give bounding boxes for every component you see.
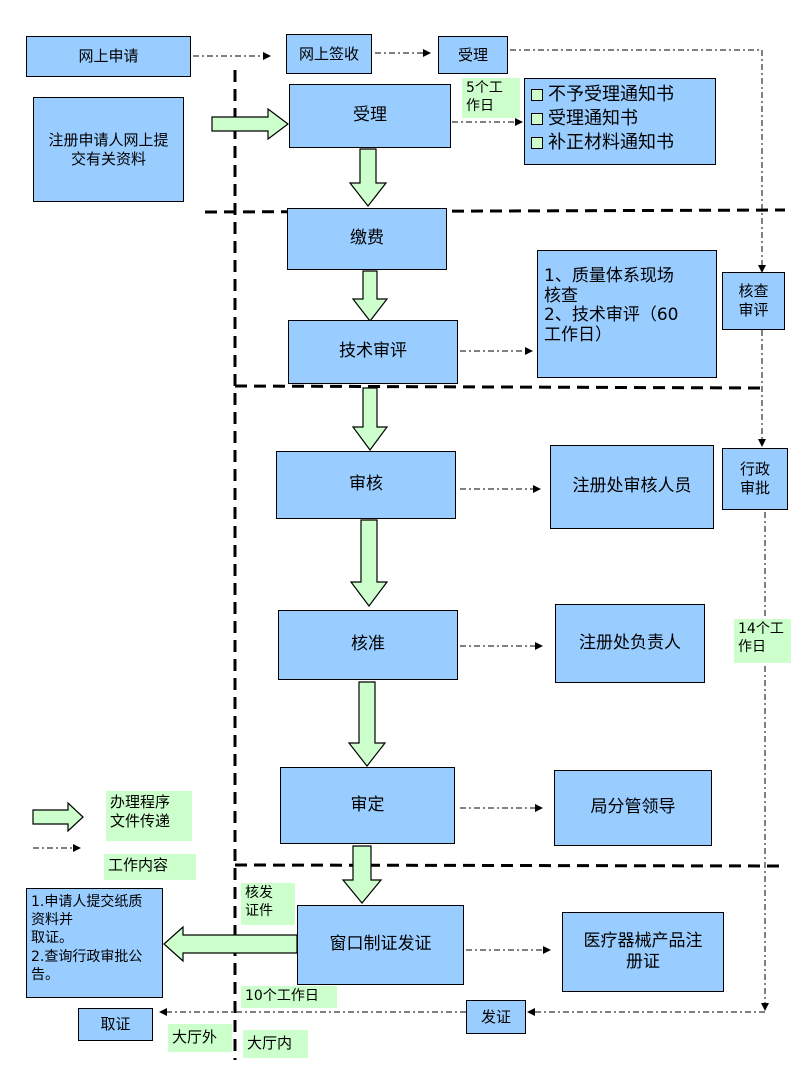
step-accept: 受理: [289, 84, 451, 148]
pickup-instructions-box: 1.申请人提交纸质 资料并 取证。 2.查询行政审批公 告。: [26, 888, 163, 998]
audit-staff-box: 注册处审核人员: [550, 445, 714, 529]
accept-top-box: 受理: [438, 36, 508, 74]
online-apply-box: 网上申请: [26, 36, 191, 77]
block-arrow-decide-to-window: [341, 845, 383, 904]
bureau-leader-box: 局分管领导: [554, 770, 712, 846]
issue-box: 发证: [466, 1000, 526, 1034]
inspect-review-box: 核查 审评: [722, 272, 785, 330]
tech-detail-item-1: 1、质量体系现场 核查: [544, 266, 674, 306]
block-arrow-payment-to-tech: [351, 270, 389, 322]
block-arrow-submit-to-accept: [211, 107, 289, 141]
block-arrow-approve-to-decide: [347, 681, 387, 767]
legend-procedure-label: 办理程序 文件传递: [106, 791, 192, 841]
checkbox-icon: [531, 89, 543, 101]
notice-item: 不予受理通知书: [531, 83, 709, 107]
take-cert-box: 取证: [78, 1008, 153, 1041]
legend-block-arrow: [32, 801, 84, 833]
pickup-item-1: 1.申请人提交纸质 资料并 取证。: [31, 894, 143, 947]
inside-hall-label: 大厅内: [243, 1030, 308, 1058]
certificate-box: 医疗器械产品注 册证: [562, 912, 724, 992]
checkbox-icon: [531, 113, 543, 125]
checkbox-icon: [531, 137, 543, 149]
notice-item: 受理通知书: [531, 107, 709, 131]
block-arrow-accept-to-payment: [348, 148, 388, 207]
tech-review-detail-box: 1、质量体系现场 核查 2、技术审评（60 工作日）: [537, 250, 717, 378]
tech-detail-item-2: 2、技术审评（60 工作日）: [544, 305, 679, 345]
legend-work-content-label: 工作内容: [104, 854, 196, 880]
step-payment: 缴费: [287, 208, 447, 270]
days-10-note: 10个工作日: [241, 986, 337, 1008]
admin-approval-box: 行政 审批: [722, 448, 788, 510]
online-receive-box: 网上签收: [286, 34, 372, 74]
step-decide: 审定: [280, 767, 455, 844]
block-arrow-tech-to-audit: [351, 387, 389, 452]
step-approve: 核准: [278, 610, 458, 680]
phase-separator-2: [234, 384, 761, 390]
block-arrow-window-to-pickup: [163, 925, 298, 963]
step-tech-review: 技术审评: [288, 320, 458, 384]
block-arrow-audit-to-approve: [349, 519, 389, 607]
notice-item: 补正材料通知书: [531, 131, 709, 155]
accept-days-note: 5个工 作日: [462, 78, 520, 118]
applicant-submit-box: 注册申请人网上提 交有关资料: [33, 97, 184, 202]
days-14-note: 14个工 作日: [734, 619, 791, 663]
step-audit: 审核: [276, 451, 456, 519]
connector-accept-to-right: [510, 49, 766, 273]
registry-head-box: 注册处负责人: [555, 604, 705, 683]
phase-separator-3: [234, 863, 786, 868]
issue-cert-note: 核发 证件: [241, 883, 295, 925]
notices-box: 不予受理通知书 受理通知书 补正材料通知书: [524, 78, 716, 165]
pickup-item-2: 2.查询行政审批公 告。: [31, 948, 143, 983]
step-window-issue: 窗口制证发证: [297, 905, 464, 985]
outside-hall-label: 大厅外: [168, 1024, 232, 1052]
